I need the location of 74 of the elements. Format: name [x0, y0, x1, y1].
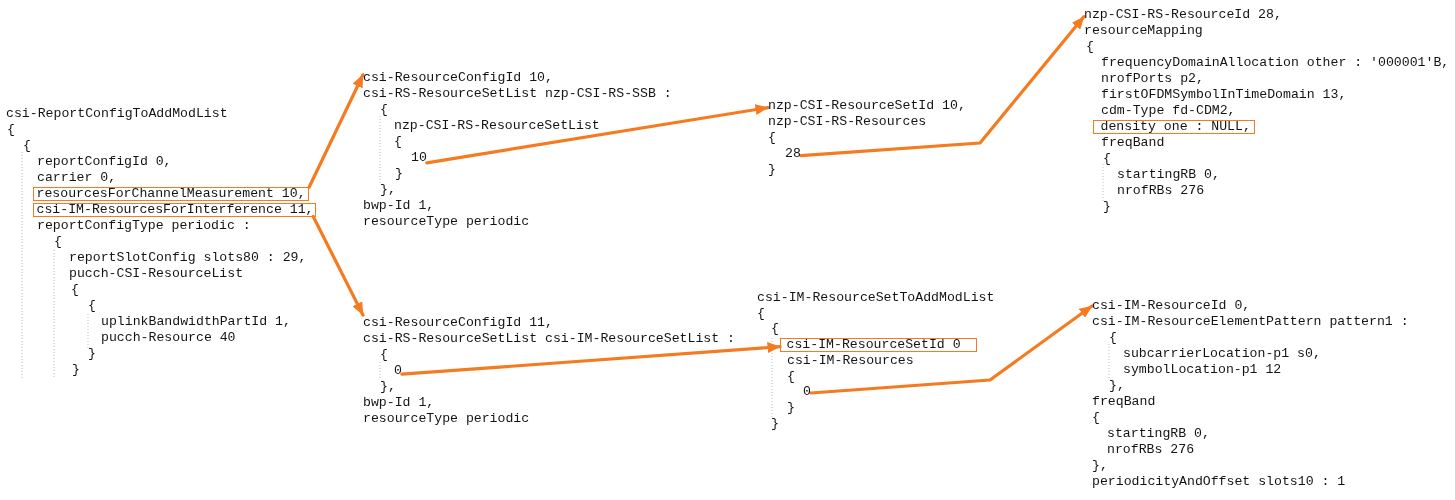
code-line: nzp-CSI-RS-ResourceSetList — [394, 118, 600, 134]
code-line: csi-IM-Resources — [787, 352, 914, 369]
code-line: csi-IM-ResourceElementPattern pattern1 : — [1092, 314, 1409, 330]
code-line: nrofPorts p2, — [1101, 71, 1204, 87]
arrow — [809, 304, 1094, 395]
code-line: }, — [1109, 378, 1125, 394]
code-line: { — [771, 321, 779, 338]
code-line: pucch-Resource 40 — [101, 330, 236, 346]
code-line: 28 — [785, 146, 801, 162]
code-line: freqBand — [1092, 394, 1156, 410]
code-line: { — [88, 298, 96, 314]
code-line: } — [72, 362, 80, 378]
code-line: csi-ReportConfigToAddModList — [6, 106, 228, 122]
code-line: { — [1103, 151, 1111, 167]
code-line: } — [88, 346, 96, 362]
code-line: bwp-Id 1, — [363, 395, 435, 411]
code-line: { — [380, 347, 388, 363]
code-line: }, — [380, 379, 396, 395]
code-line: } — [787, 399, 795, 416]
code-line: reportConfigId 0, — [37, 154, 172, 170]
code-line: } — [768, 162, 776, 178]
code-line: { — [23, 138, 31, 154]
code-line: nzp-CSI-ResourceSetId 10, — [768, 98, 966, 114]
arrow — [400, 342, 782, 376]
code-line: uplinkBandwidthPartId 1, — [101, 314, 291, 330]
arrow — [307, 73, 365, 189]
code-line: csi-IM-ResourceId 0, — [1092, 298, 1251, 314]
code-line: csi-IM-ResourceSetToAddModList — [757, 290, 995, 306]
code-line: cdm-Type fd-CDM2, — [1101, 103, 1236, 119]
arrow — [311, 214, 365, 317]
code-line: { — [380, 102, 388, 118]
code-line: symbolLocation-p1 12 — [1123, 362, 1282, 378]
code-line: } — [771, 415, 779, 432]
code-line: }, — [380, 182, 396, 198]
arrow — [799, 15, 1086, 158]
code-line: nrofRBs 276 — [1117, 183, 1205, 199]
code-line: 0 — [394, 363, 402, 379]
code-line: csi-ResourceConfigId 11, — [363, 315, 553, 331]
code-line: pucch-CSI-ResourceList — [69, 266, 244, 282]
code-line: carrier 0, — [37, 170, 117, 186]
code-line: } — [1103, 199, 1111, 215]
code-line: { — [1109, 330, 1117, 346]
code-line: 0 — [803, 384, 811, 401]
code-line: startingRB 0, — [1117, 167, 1220, 183]
code-line: csi-ResourceConfigId 10, — [363, 70, 553, 86]
code-line: nzp-CSI-RS-Resources — [768, 114, 927, 130]
code-line: startingRB 0, — [1107, 426, 1210, 442]
code-line: { — [71, 282, 79, 298]
code-line: { — [1086, 39, 1094, 55]
code-line: 10 — [411, 150, 427, 166]
code-line: periodicityAndOffset slots10 : 1 — [1092, 474, 1346, 490]
code-line: resourceMapping — [1084, 23, 1203, 39]
code-line: { — [757, 305, 765, 322]
code-line: bwp-Id 1, — [363, 198, 435, 214]
code-line: reportConfigType periodic : — [37, 218, 251, 234]
code-line: }, — [1092, 458, 1108, 474]
code-line: resourceType periodic — [363, 214, 530, 230]
code-line: { — [787, 368, 795, 385]
code-line: { — [1092, 410, 1100, 426]
arrow — [425, 104, 770, 165]
code-line: subcarrierLocation-p1 s0, — [1123, 346, 1321, 362]
code-line: { — [394, 134, 402, 150]
code-line: } — [395, 166, 403, 182]
code-line: { — [7, 122, 15, 138]
code-line: resourceType periodic — [363, 411, 530, 427]
code-line: csi-RS-ResourceSetList nzp-CSI-RS-SSB : — [363, 86, 672, 102]
code-line: nrofRBs 276 — [1107, 442, 1195, 458]
code-line: reportSlotConfig slots80 : 29, — [69, 250, 307, 266]
code-line: frequencyDomainAllocation other : '000001'B, — [1101, 55, 1450, 71]
code-line: nzp-CSI-RS-ResourceId 28, — [1084, 7, 1282, 23]
code-line: { — [768, 130, 776, 146]
code-line: firstOFDMSymbolInTimeDomain 13, — [1101, 87, 1347, 103]
code-line: { — [54, 234, 62, 250]
code-line: csi-RS-ResourceSetList csi-IM-ResourceSetList : — [363, 331, 735, 347]
